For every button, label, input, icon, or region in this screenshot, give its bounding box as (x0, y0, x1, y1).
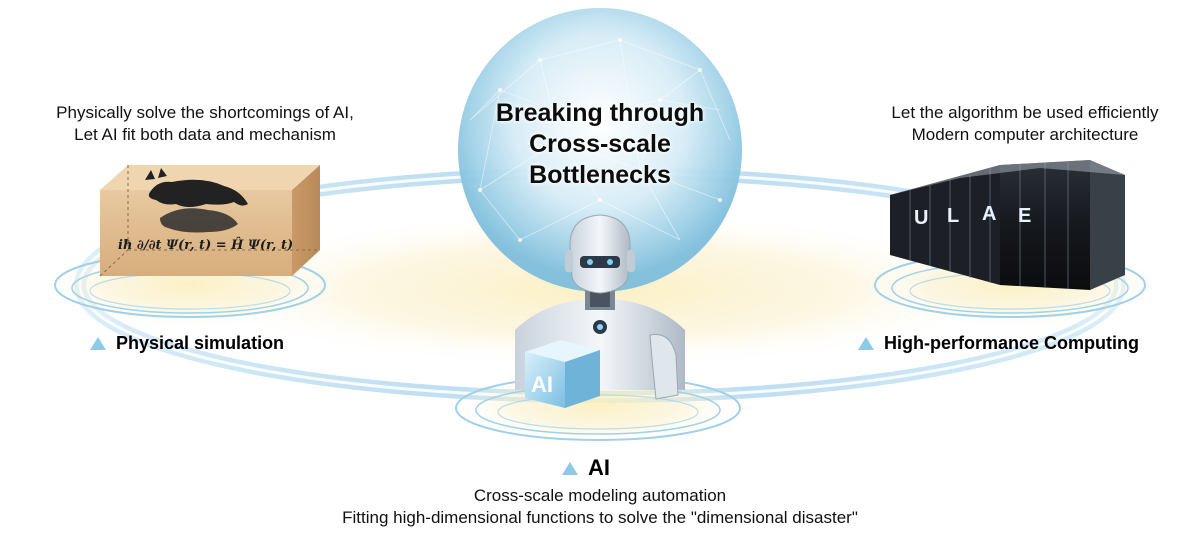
physical-description-line: Let AI fit both data and mechanism (74, 125, 336, 144)
triangle-icon (562, 461, 578, 475)
computing-description: Let the algorithm be used efficiently Mo… (860, 102, 1190, 146)
physical-description: Physically solve the shortcomings of AI,… (20, 102, 390, 146)
rack-letter: U (914, 207, 928, 229)
physical-simulation-text: Physical simulation (116, 333, 285, 353)
schrodinger-formula: iħ ∂/∂t Ψ(r, t) = Ĥ Ψ(r, t) (118, 238, 294, 253)
computing-description-line: Modern computer architecture (911, 125, 1139, 144)
network-sphere (458, 8, 742, 292)
physical-description-line: Physically solve the shortcomings of AI, (56, 103, 354, 122)
ai-description-line: Fitting high-dimensional functions to so… (342, 508, 858, 527)
hpc-text: High-performance Computing (884, 333, 1139, 353)
physics-box (99, 165, 320, 277)
rack-letter: A (982, 203, 996, 225)
cube-label: AI (531, 372, 553, 397)
physical-simulation-label: Physical simulation (90, 333, 284, 354)
rack-letters: U L A E (914, 203, 1031, 229)
rack-letter: E (1018, 205, 1031, 227)
headline-line: Bottlenecks (529, 161, 671, 189)
headline-line: Breaking through (495, 99, 705, 127)
ai-robot: AI (515, 214, 685, 408)
ai-description-line: Cross-scale modeling automation (473, 486, 727, 505)
hpc-label: High-performance Computing (858, 333, 1139, 354)
ai-text: AI (588, 455, 610, 480)
ai-label: AI (562, 455, 610, 481)
supercomputer-racks (890, 160, 1125, 290)
central-headline: Breaking through Cross-scale Bottlenecks (470, 98, 730, 191)
rack-letter: L (947, 205, 959, 227)
triangle-icon (90, 337, 106, 350)
ai-description: Cross-scale modeling automation Fitting … (250, 485, 950, 529)
headline-line: Cross-scale (529, 130, 671, 158)
triangle-icon (858, 337, 874, 350)
computing-description-line: Let the algorithm be used efficiently (891, 103, 1159, 122)
